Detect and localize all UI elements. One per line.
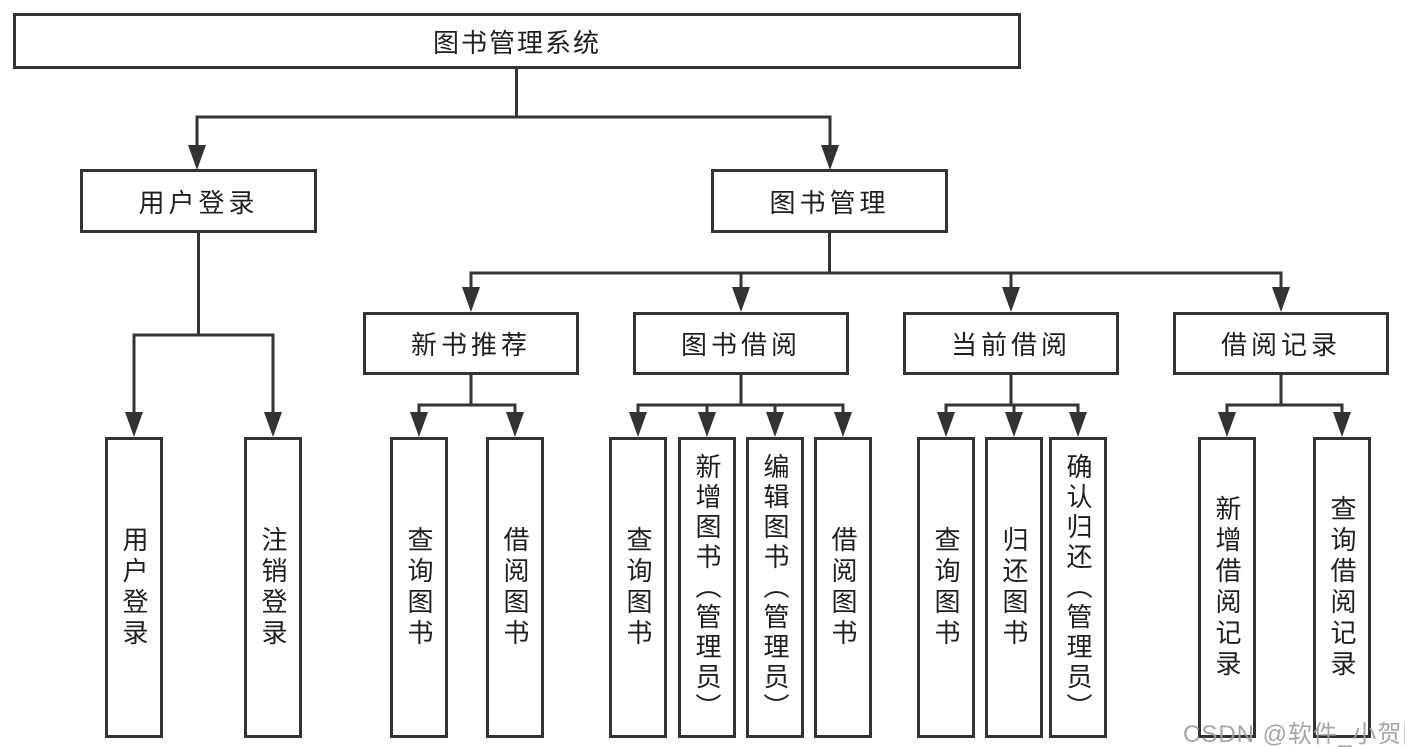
leaf-edit-books-admin-label: 编辑图书（管理员）: [760, 452, 790, 723]
leaf-current-query-books-label: 查询图书: [931, 525, 961, 650]
leaf-query-borrow-record: 查询借阅记录: [1313, 437, 1371, 738]
leaf-return-books-label: 归还图书: [999, 525, 1029, 650]
leaf-current-query-books: 查询图书: [917, 437, 975, 738]
node-library-management-system: 图书管理系统: [13, 13, 1021, 69]
leaf-add-borrow-record-label: 新增借阅记录: [1212, 494, 1242, 681]
leaf-recommend-borrow-books-label: 借阅图书: [500, 525, 530, 650]
node-book-management-label: 图书管理: [769, 187, 890, 218]
leaf-borrowing-query-books: 查询图书: [609, 437, 667, 738]
leaf-add-borrow-record: 新增借阅记录: [1198, 437, 1256, 738]
node-borrowing-records-label: 借阅记录: [1220, 330, 1341, 360]
node-library-management-system-label: 图书管理系统: [432, 27, 601, 58]
node-user-login: 用户登录: [80, 169, 317, 233]
leaf-recommend-borrow-books: 借阅图书: [486, 437, 544, 738]
node-borrowing-records: 借阅记录: [1173, 312, 1389, 375]
leaf-return-books: 归还图书: [985, 437, 1043, 738]
node-new-book-recommend: 新书推荐: [363, 312, 579, 375]
node-current-borrowing-label: 当前借阅: [950, 330, 1071, 360]
leaf-add-books-admin: 新增图书（管理员）: [678, 437, 736, 738]
node-book-borrowing: 图书借阅: [633, 312, 849, 375]
leaf-edit-books-admin: 编辑图书（管理员）: [746, 437, 804, 738]
leaf-recommend-query-books: 查询图书: [390, 437, 448, 738]
node-current-borrowing: 当前借阅: [903, 312, 1119, 375]
leaf-logout-login-label: 注销登录: [258, 525, 288, 650]
leaf-recommend-query-books-label: 查询图书: [404, 525, 434, 650]
leaf-query-borrow-record-label: 查询借阅记录: [1327, 494, 1357, 681]
node-book-management: 图书管理: [711, 169, 948, 233]
leaf-user-login: 用户登录: [105, 437, 163, 738]
leaf-confirm-return-admin-label: 确认归还（管理员）: [1063, 452, 1093, 723]
node-new-book-recommend-label: 新书推荐: [410, 330, 531, 360]
leaf-borrowing-borrow-books-label: 借阅图书: [828, 525, 858, 650]
leaf-add-books-admin-label: 新增图书（管理员）: [692, 452, 722, 723]
leaf-borrowing-query-books-label: 查询图书: [623, 525, 653, 650]
leaf-logout-login: 注销登录: [244, 437, 302, 738]
node-book-borrowing-label: 图书借阅: [680, 330, 801, 360]
csdn-watermark: CSDN @软件_小贺同学: [1183, 721, 1405, 747]
leaf-borrowing-borrow-books: 借阅图书: [814, 437, 872, 738]
leaf-user-login-label: 用户登录: [119, 525, 149, 650]
leaf-confirm-return-admin: 确认归还（管理员）: [1049, 437, 1107, 738]
node-user-login-label: 用户登录: [138, 187, 259, 218]
